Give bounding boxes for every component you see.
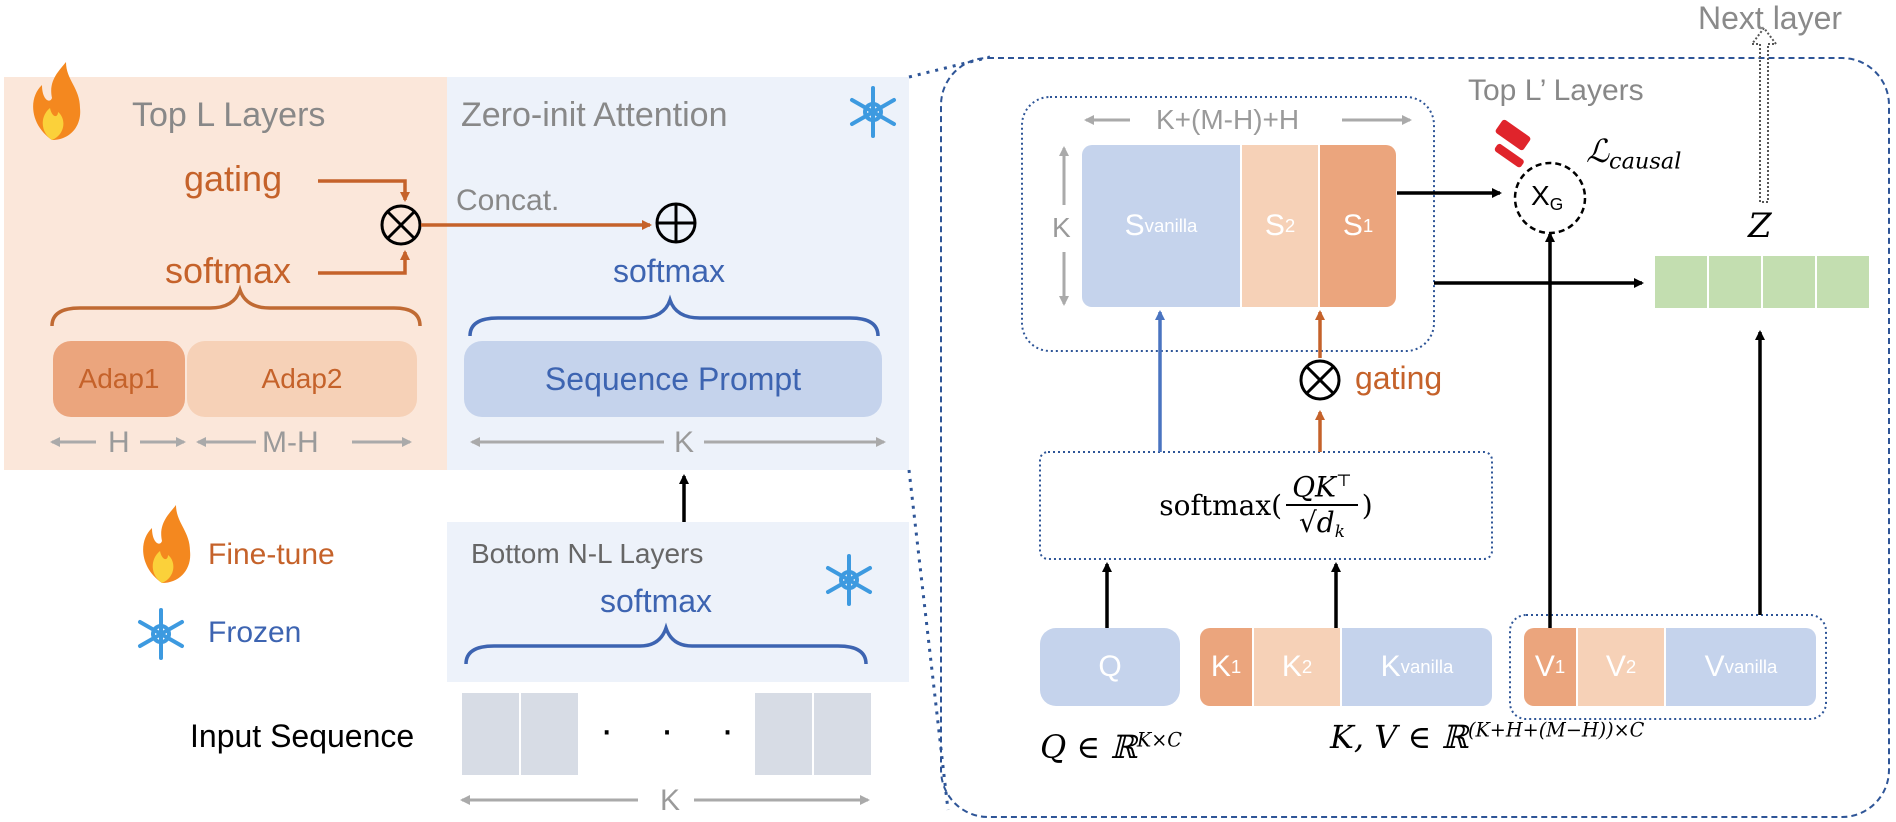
score-width-label: K+(M-H)+H [1156,104,1300,135]
fire-icon-top [33,62,81,140]
dim-h-label: H [108,426,130,459]
input-dim-k-label: K [660,784,681,817]
xg-label: XG [1531,180,1564,215]
z-cell [1817,256,1869,308]
adap2-box: Adap2 [187,341,417,417]
right-gating-label: gating [1355,360,1443,396]
multiply-icon [380,204,422,246]
zero-init-title: Zero-init Attention [461,96,728,134]
q-box: Q [1040,628,1180,706]
kv-dim-formula: K, V ∈ ℝ(K+H+(M−H))×C [1330,718,1645,756]
adap1-box: Adap1 [53,341,185,417]
concat-label: Concat. [456,184,560,217]
softmax-arrow [318,250,410,275]
legend-frozen: Frozen [208,616,302,649]
middle-brace [468,294,880,337]
middle-softmax-label: softmax [613,253,726,289]
hammer-icon [1494,119,1531,168]
left-brace [50,284,422,327]
bottom-layers-title: Bottom N-L Layers [471,538,704,569]
softmax-box [1039,451,1493,560]
causal-loss-label: ℒcausal [1586,132,1682,175]
fire-icon-legend [143,505,191,583]
score-group [1021,96,1435,352]
bottom-brace [464,622,868,665]
z-label: Z [1748,206,1772,246]
softmax-label: softmax [165,250,292,291]
dim-mh-label: M-H [262,426,319,459]
bottom-softmax-label: softmax [600,583,713,619]
ellipsis: · · · [600,708,753,752]
gating-arrow [318,179,410,202]
legend-finetune: Fine-tune [208,538,335,571]
z-cell [1763,256,1815,308]
snowflake-icon-legend [138,608,184,660]
zoom-line-bottom [907,469,950,811]
xg-node [1513,161,1587,235]
top-layers-title: Top L Layers [132,96,326,134]
snowflake-icon-top [850,86,896,138]
value-group [1509,614,1827,720]
zoom-detail-panel [940,57,1890,818]
snowflake-icon-bottom [826,554,872,606]
gating-label: gating [184,158,283,199]
input-sequence-label: Input Sequence [190,718,415,754]
top-l-prime-title: Top L’ Layers [1468,74,1644,107]
softmax-formula: softmax( QK⊤ √dk ) [1159,470,1373,541]
zoom-line-top [908,55,991,79]
z-cell [1655,256,1707,308]
next-layer-arrow [1750,26,1778,203]
sequence-prompt-box: Sequence Prompt [464,341,882,417]
next-layer-label: Next layer [1698,0,1843,36]
z-cell [1709,256,1761,308]
bottom-layers-panel [447,522,909,682]
gating-multiply-icon [1299,359,1341,401]
q-dim-formula: Q ∈ ℝK×C [1040,728,1182,766]
dim-k-label: K [674,426,695,459]
score-height-label: K [1052,212,1071,243]
